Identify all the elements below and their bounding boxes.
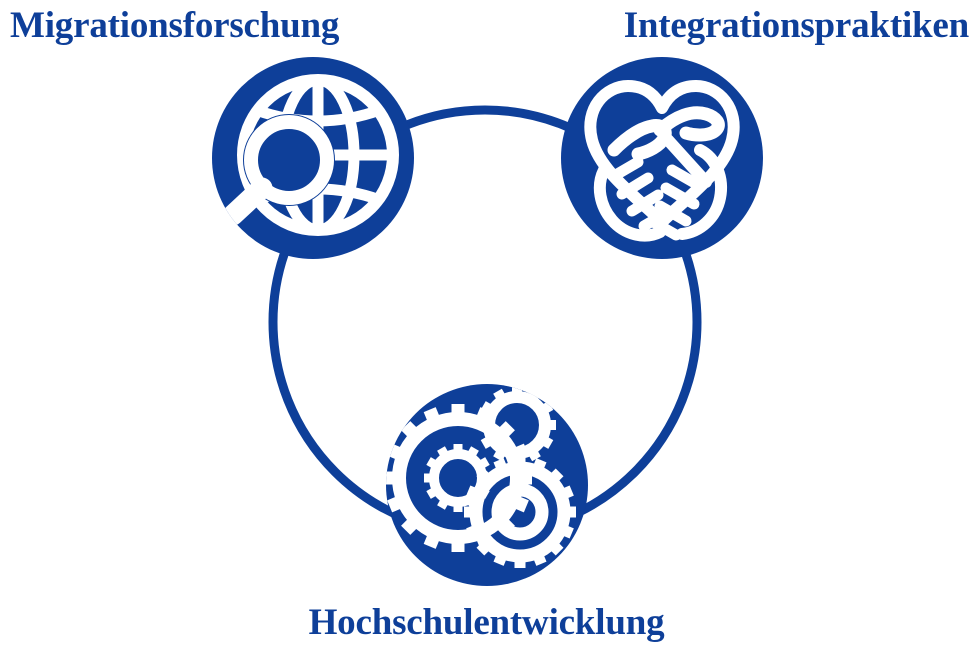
gear-bottom-medium: [464, 456, 576, 568]
handshake-heart-icon: [584, 80, 740, 242]
node-label-integrationspraktiken: Integrationspraktiken: [623, 5, 969, 46]
node-integrationspraktiken[interactable]: [561, 57, 763, 259]
node-label-migrationsforschung: Migrationsforschung: [10, 5, 340, 46]
node-label-hochschulentwicklung: Hochschulentwicklung: [308, 602, 665, 643]
gears-icon: [386, 386, 576, 568]
globe-magnifier-icon: [222, 74, 399, 236]
gear-top-small: [478, 386, 556, 464]
node-hochschulentwicklung[interactable]: [384, 384, 588, 586]
node-migrationsforschung[interactable]: [212, 57, 414, 259]
